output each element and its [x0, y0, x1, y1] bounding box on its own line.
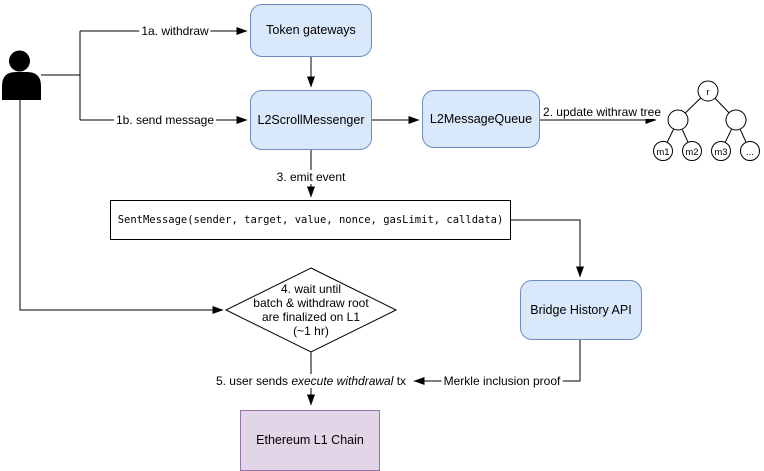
tree-node-m3	[711, 141, 731, 161]
tree-label-root: r	[706, 87, 709, 98]
wait-decision-line3: are finalized on L1	[261, 310, 361, 324]
withdraw-tree-labels: r m1 m2 m3 ...	[656, 87, 754, 158]
actor-body	[2, 72, 41, 100]
actor-head	[9, 50, 30, 72]
wait-decision-line2: batch & withdraw root	[253, 296, 369, 310]
node-bridge-history-api-label: Bridge History API	[530, 302, 632, 317]
tree-label-more: ...	[746, 147, 754, 158]
node-ethereum-l1-chain-label: Ethereum L1 Chain	[256, 433, 364, 447]
node-token-gateways-label: Token gateways	[266, 23, 356, 37]
edge-label-execute-withdrawal: 5. user sends execute withdrawal tx	[213, 374, 409, 388]
withdraw-tree-nodes	[653, 80, 760, 161]
edge-event-to-bridge-api	[511, 219, 584, 278]
edge-user-to-wait	[19, 100, 224, 314]
node-l2-message-queue: L2MessageQueue	[422, 90, 540, 148]
tree-label-m1: m1	[656, 147, 669, 158]
wait-decision-line1: 4. wait until	[280, 282, 342, 296]
node-token-gateways: Token gateways	[250, 4, 372, 57]
tree-node-root	[697, 80, 719, 102]
edge-label-withdraw: 1a. withdraw	[139, 24, 211, 38]
tree-node-right	[725, 109, 747, 131]
wait-decision-line4: (~1 hr)	[293, 324, 329, 338]
node-l2-scroll-messenger: L2ScrollMessenger	[250, 90, 372, 150]
node-sent-message-event: SentMessage(sender, target, value, nonce…	[110, 200, 511, 240]
wait-decision-diamond	[224, 267, 398, 353]
tree-node-more	[740, 141, 760, 161]
node-l2-scroll-messenger-label: L2ScrollMessenger	[257, 112, 365, 127]
edge-label-update-withdraw-tree: 2. update withraw tree	[540, 105, 664, 119]
node-bridge-history-api: Bridge History API	[520, 280, 642, 340]
node-ethereum-l1-chain: Ethereum L1 Chain	[240, 410, 380, 471]
sent-message-signature: SentMessage(sender, target, value, nonce…	[117, 213, 504, 226]
execute-withdrawal-italic: execute withdrawal	[291, 374, 394, 388]
edge-label-emit-event: 3. emit event	[274, 170, 348, 184]
wait-decision-text: 4. wait until batch & withdraw root are …	[226, 282, 396, 338]
user-actor-icon	[2, 50, 41, 100]
execute-withdrawal-prefix: 5. user sends	[215, 374, 292, 388]
tree-node-left	[667, 109, 689, 131]
node-l2-message-queue-label: L2MessageQueue	[429, 111, 533, 126]
execute-withdrawal-suffix: tx	[393, 374, 407, 388]
tree-node-m2	[682, 141, 702, 161]
tree-label-m3: m3	[714, 147, 727, 158]
edge-label-send-message: 1b. send message	[113, 113, 217, 127]
tree-label-m2: m2	[685, 147, 698, 158]
tree-node-m1	[653, 141, 673, 161]
edge-label-merkle-inclusion-proof: Merkle inclusion proof	[441, 374, 563, 388]
